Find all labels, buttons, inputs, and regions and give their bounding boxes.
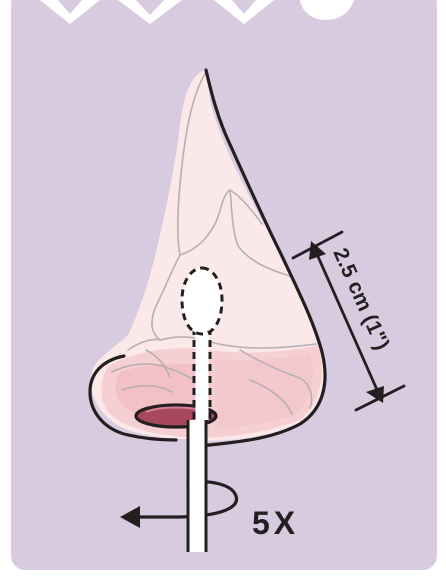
rotation-count-label: 5X xyxy=(252,505,299,541)
